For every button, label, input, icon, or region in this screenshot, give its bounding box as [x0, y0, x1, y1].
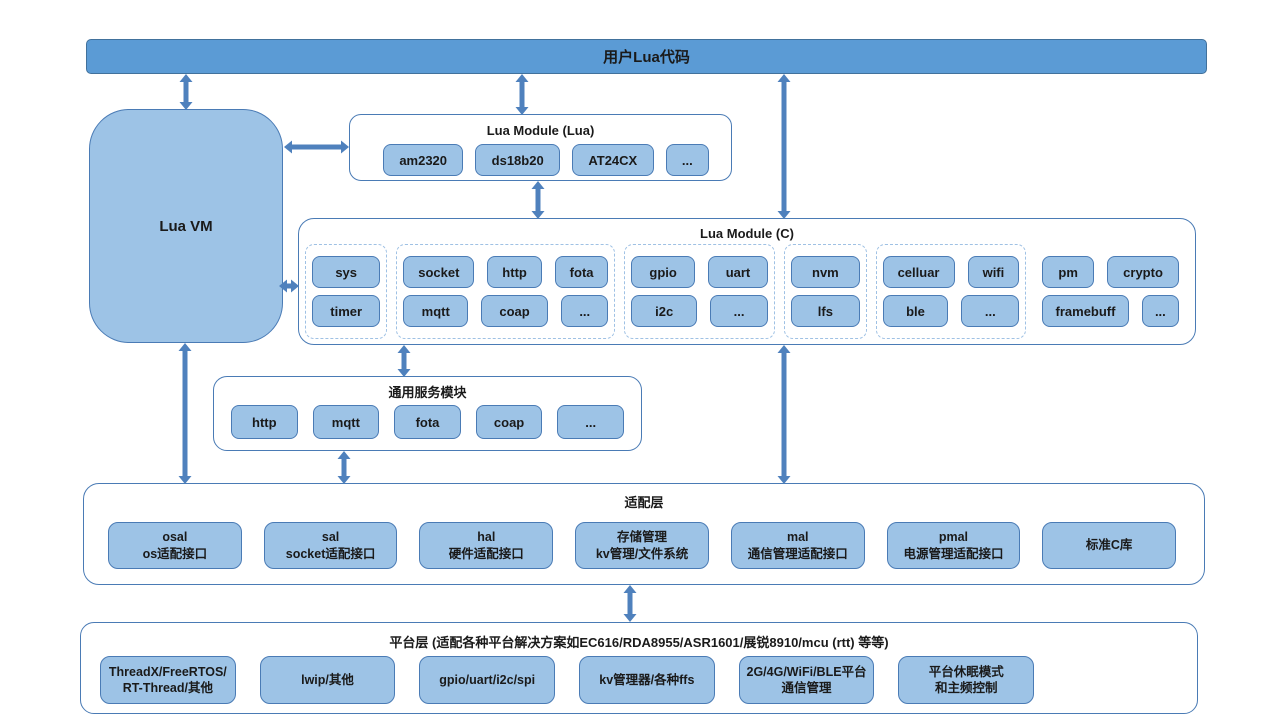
platform-layer-box: 平台层 (适配各种平台解决方案如EC616/RDA8955/ASR1601/展锐…	[80, 622, 1198, 714]
arrow-bar-modulelua	[515, 74, 529, 115]
chip: celluar	[882, 256, 955, 288]
chip: lwip/其他	[259, 656, 396, 704]
module-c-row: gpio uart	[631, 256, 769, 288]
chip: sal socket适配接口	[263, 522, 398, 569]
chip: ThreadX/FreeRTOS/RT-Thread/其他	[100, 656, 236, 704]
arrow-modulec-services	[397, 345, 411, 377]
platform-layer-chips: ThreadX/FreeRTOS/RT-Thread/其他 lwip/其他 gpio…	[100, 656, 1035, 704]
platform-layer-title: 平台层 (适配各种平台解决方案如EC616/RDA8955/ASR1601/展锐…	[389, 635, 889, 650]
module-c-row: pm crypto	[1042, 256, 1180, 288]
chip: ...	[961, 295, 1020, 327]
chip: osal os适配接口	[108, 522, 242, 569]
lua-module-c-box: Lua Module (C) sys timer socket http fota mqt…	[298, 218, 1196, 345]
chip: http	[231, 405, 298, 439]
chip: ...	[557, 405, 624, 439]
module-c-row: i2c...	[631, 295, 769, 327]
lua-module-lua-chips: am2320 ds18b20 AT24CX...	[383, 144, 709, 176]
chip: i2c	[631, 295, 697, 327]
chip: socket	[403, 256, 475, 288]
common-services-box: 通用服务模块 http mqtt fota coap...	[213, 376, 642, 451]
chip: pm	[1042, 256, 1095, 288]
chip: hal 硬件适配接口	[419, 522, 554, 569]
lua-module-lua-title: Lua Module (Lua)	[486, 123, 595, 138]
arrow-luavm-modulelua	[284, 140, 349, 154]
chip: sys	[312, 256, 381, 288]
chip: lfs	[791, 295, 860, 327]
arrow-adapt-platform	[623, 585, 637, 622]
chip: pmal 电源管理适配接口	[886, 522, 1021, 569]
chip: ...	[665, 144, 709, 176]
common-services-chips: http mqtt fota coap...	[231, 405, 624, 439]
chip: ...	[709, 295, 769, 327]
chip: ds18b20	[475, 144, 561, 176]
chip: framebuff	[1042, 295, 1129, 327]
adaptation-layer-title: 适配层	[624, 495, 664, 510]
arrow-services-adapt	[337, 451, 351, 484]
chip: gpio/uart/i2c/spi	[419, 656, 556, 704]
module-c-group-3: gpio uart i2c...	[624, 244, 776, 339]
user-lua-code-bar: 用户Lua代码	[86, 39, 1207, 74]
module-c-row: timer	[312, 295, 381, 327]
chip: 2G/4G/WiFi/BLE平台通信管理	[738, 656, 875, 704]
module-c-row: mqtt coap...	[403, 295, 609, 327]
module-c-row: nvm	[791, 256, 860, 288]
module-c-group-4: nvm lfs	[784, 244, 867, 339]
chip: fota	[394, 405, 461, 439]
module-c-row: socket http fota	[403, 256, 609, 288]
chip: timer	[312, 295, 381, 327]
chip: http	[487, 256, 542, 288]
module-c-row: framebuff...	[1042, 295, 1180, 327]
lua-module-c-title: Lua Module (C)	[700, 226, 794, 241]
chip: gpio	[631, 256, 695, 288]
lua-module-lua-box: Lua Module (Lua) am2320 ds18b20 AT24CX...	[349, 114, 732, 181]
module-c-group-1: sys timer	[305, 244, 388, 339]
module-c-row: lfs	[791, 295, 860, 327]
common-services-title: 通用服务模块	[388, 385, 467, 400]
chip: mqtt	[403, 295, 469, 327]
chip: ...	[561, 295, 609, 327]
adaptation-layer-box: 适配层 osal os适配接口 sal socket适配接口 hal 硬件适配接口存…	[83, 483, 1205, 585]
arrow-luavm-adapt	[178, 343, 192, 484]
chip: nvm	[791, 256, 860, 288]
module-c-row: sys	[312, 256, 381, 288]
chip: kv管理器/各种ffs	[579, 656, 715, 704]
chip: mqtt	[312, 405, 380, 439]
chip: fota	[554, 256, 609, 288]
chip: ble	[882, 295, 949, 327]
module-c-group-6: pm crypto framebuff...	[1035, 244, 1186, 339]
chip: uart	[707, 256, 769, 288]
adaptation-layer-chips: osal os适配接口 sal socket适配接口 hal 硬件适配接口存储管理 …	[108, 522, 1177, 569]
chip: mal 通信管理适配接口	[730, 522, 865, 569]
arrow-luavm-modulec	[279, 279, 299, 293]
lua-vm-box: Lua VM	[89, 109, 283, 343]
module-c-row: ble...	[882, 295, 1020, 327]
module-c-group-2: socket http fota mqtt coap...	[396, 244, 616, 339]
chip: wifi	[967, 256, 1020, 288]
chip: 标准C库	[1042, 522, 1177, 569]
arrow-modulelua-modulec	[531, 181, 545, 219]
chip: crypto	[1107, 256, 1180, 288]
chip: 平台休眠模式 和主频控制	[898, 656, 1035, 704]
arrow-bar-modulec	[777, 74, 791, 219]
arrow-bar-luavm	[179, 74, 193, 110]
chip: coap	[475, 405, 543, 439]
lua-vm-label: Lua VM	[159, 217, 213, 235]
chip: ...	[1141, 295, 1180, 327]
module-c-row: celluar wifi	[882, 256, 1020, 288]
chip: coap	[481, 295, 549, 327]
arrow-modulec-adapt	[777, 345, 791, 484]
chip: am2320	[383, 144, 464, 176]
chip: AT24CX	[572, 144, 654, 176]
chip: 存储管理 kv管理/文件系统	[575, 522, 709, 569]
